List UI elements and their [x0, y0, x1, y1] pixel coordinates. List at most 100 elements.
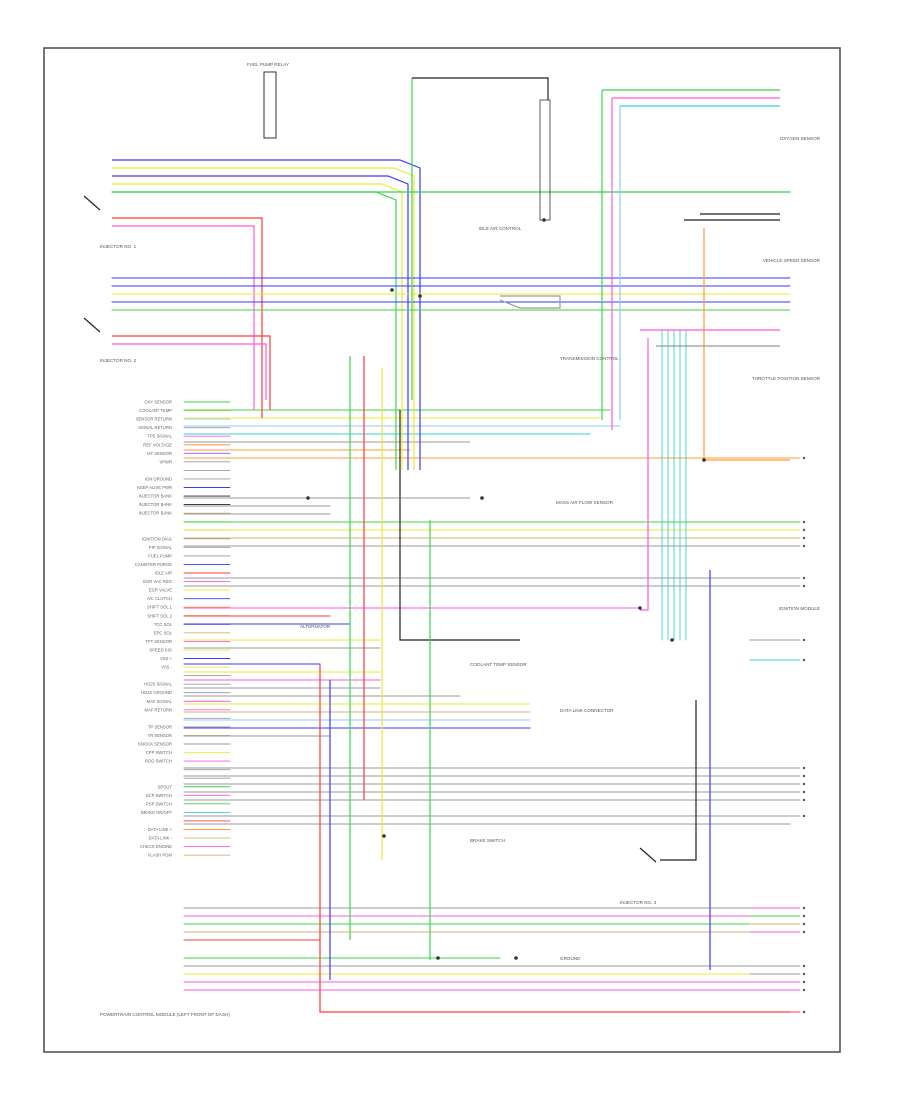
splice-dot [436, 956, 440, 960]
trunk-wire [412, 77, 549, 100]
terminal-pin [802, 814, 806, 818]
pcm-pin-label: MAF SIGNAL [147, 699, 173, 704]
ground-label: GROUND [560, 956, 581, 961]
wire-layer [83, 77, 806, 1014]
terminal-pin [802, 544, 806, 548]
injector-1-label: INJECTOR NO. 1 [100, 244, 137, 249]
pcm-pin-label: SPEED SIG [149, 647, 172, 652]
injector-wire [112, 175, 409, 470]
splice-dot [418, 294, 422, 298]
pcm-pin-label: MAF RETURN [145, 707, 172, 712]
pcm-pin-label: EPC SOL [154, 630, 173, 635]
pcm-pin-label: INJECTOR BANK [139, 502, 173, 507]
pcm-pin-label: KEEP ALIVE PWR [137, 485, 172, 490]
brake-switch-label: BRAKE SWITCH [470, 838, 505, 843]
splice-dot [514, 956, 518, 960]
pcm-pin-label: BRAKE ON/OFF [141, 810, 173, 815]
terminal-pin [802, 914, 806, 918]
pcm-pin-label: SIGNAL RETURN [138, 425, 172, 430]
pcm-pin-label: INJECTOR BANK [139, 494, 173, 499]
injector-wire [112, 183, 403, 470]
pcm-pin-label: FUEL PUMP [148, 553, 172, 558]
terminal-pin [802, 766, 806, 770]
terminal-pin [802, 980, 806, 984]
pcm-pin-label: VPWR [159, 459, 172, 464]
splice-dot [702, 458, 706, 462]
injector-wire [112, 167, 415, 470]
pcm-pin-label: CHECK ENGINE [140, 844, 172, 849]
pcm-pin-label: SPOUT [158, 784, 173, 789]
injector-wire [112, 225, 255, 410]
pcm-pin-label: BOO SWITCH [145, 759, 172, 764]
splice-dot [306, 496, 310, 500]
pcm-pin-label: IGN GROUND [145, 476, 172, 481]
pcm-pin-label: HO2S GROUND [141, 690, 172, 695]
pcm-pin-label: PSP SWITCH [146, 801, 172, 806]
pcm-pin-label: SHIFT SOL 2 [147, 613, 173, 618]
splice-dot [638, 606, 642, 610]
pcm-pin-label: TCC SOL [154, 622, 173, 627]
pcm-pin-label: CPP SWITCH [146, 750, 172, 755]
terminal-pin [802, 1010, 806, 1014]
terminal-pin [802, 988, 806, 992]
wire [319, 664, 790, 1013]
pcm-pin-label: SENSOR RETURN [136, 417, 172, 422]
pcm-pin-label: SCP SWITCH [146, 793, 172, 798]
pcm-pin-label: REF VOLTAGE [143, 442, 172, 447]
pcm-pin-label: DATA LINK - [149, 836, 173, 841]
pcm-pin-label: DATA LINK + [148, 827, 173, 832]
terminal-pin [802, 790, 806, 794]
pcm-pin-label: INJECTOR BANK [139, 511, 173, 516]
terminal-pin [802, 658, 806, 662]
injector-wire [112, 343, 267, 400]
pcm-pin-label: TR SENSOR [148, 733, 172, 738]
terminal-pin [802, 584, 806, 588]
terminal-pin [802, 930, 806, 934]
alternator-label: ALTERNATOR [300, 624, 331, 629]
wire [640, 338, 649, 611]
pcm-pin-label: VSS - [161, 665, 173, 670]
speed-sensor-label: VEHICLE SPEED SENSOR [763, 258, 821, 263]
injector-wire [112, 335, 271, 410]
splice-dot [382, 834, 386, 838]
pcm-pin-label: TPS SIGNAL [147, 434, 172, 439]
diagram-frame [43, 47, 841, 1053]
pcm-pin-label: VSS + [160, 656, 173, 661]
terminal-pin [802, 922, 806, 926]
splice-dot [390, 288, 394, 292]
pcm-pin-label: FLASH PGM [148, 853, 173, 858]
terminal-pin [802, 520, 806, 524]
switch-contact [83, 317, 101, 333]
wire [660, 700, 697, 861]
injector-wire [112, 217, 263, 418]
pcm-pin-label: IDLE AIR [155, 571, 172, 576]
switch-contact [639, 847, 657, 863]
pcm-pin-label: HO2S SIGNAL [144, 682, 173, 687]
injector-2-label: INJECTOR NO. 2 [100, 358, 137, 363]
tps-label: THROTTLE POSITION SENSOR [752, 376, 821, 381]
splice-dot [670, 638, 674, 642]
wire [399, 410, 520, 641]
terminal-pin [802, 798, 806, 802]
injector-3-label: INJECTOR NO. 3 [620, 900, 657, 905]
switch-contact [83, 195, 101, 211]
terminal-pin [802, 782, 806, 786]
terminal-pin [802, 906, 806, 910]
coolant-temp-label: COOLANT TEMP SENSOR [470, 662, 527, 667]
terminal-pin [802, 774, 806, 778]
pcm-pin-label: A/C CLUTCH [147, 596, 172, 601]
data-link-label: DATA LINK CONNECTOR [560, 708, 614, 713]
fuel-pump-relay-symbol [263, 71, 277, 139]
pcm-pin-label: IAT SENSOR [147, 451, 172, 456]
pcm-pin-label: TP SENSOR [148, 724, 172, 729]
pcm-pin-label: IGNITION DIAG [142, 536, 172, 541]
mass-air-label: MASS AIR FLOW SENSOR [556, 500, 614, 505]
idle-air-label: IDLE AIR CONTROL [479, 226, 522, 231]
terminal-pin [802, 456, 806, 460]
terminal-pin [802, 528, 806, 532]
terminal-pin [802, 972, 806, 976]
pcm-pin-label: CANISTER PURGE [135, 562, 172, 567]
terminal-pin [802, 638, 806, 642]
trans-label: TRANSMISSION CONTROL [560, 356, 619, 361]
